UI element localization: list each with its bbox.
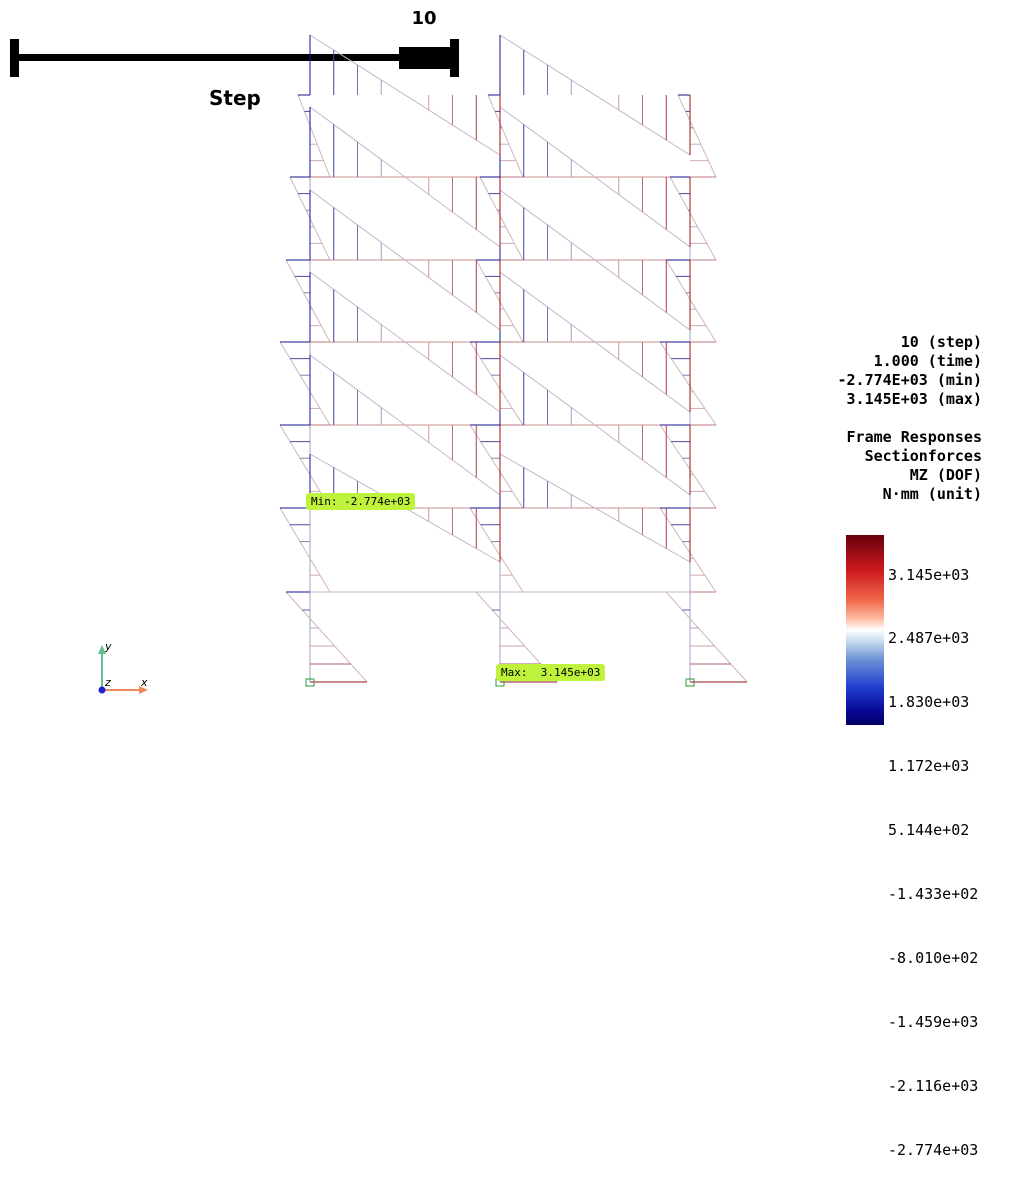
color-legend-labels: 3.145e+03 2.487e+03 1.830e+03 1.172e+03 … (888, 522, 978, 1182)
info-response-type: Sectionforces (864, 447, 982, 465)
beam-moment-outline (499, 34, 691, 156)
column-moment-outline (469, 341, 524, 426)
slider-track[interactable] (14, 54, 458, 61)
slider-handle[interactable] (399, 47, 451, 69)
info-dof: MZ (DOF) (909, 466, 982, 484)
z-axis-dot-icon (98, 686, 106, 694)
axes-triad (98, 645, 148, 694)
legend-label: -8.010e+02 (888, 948, 979, 967)
beam-moment-outline (499, 354, 691, 496)
column-moment-outline (659, 507, 717, 593)
column-moment-outline (469, 507, 524, 593)
x-axis-label: x (141, 676, 148, 689)
legend-label: 2.487e+03 (888, 629, 970, 648)
y-axis-label: y (105, 640, 112, 653)
x-axis-arrow-icon (139, 686, 148, 694)
step-title: Step (209, 86, 261, 110)
info-min: -2.774E+03 (min) (837, 371, 983, 389)
moment-diagram (279, 34, 748, 683)
column-moment-outline (285, 591, 368, 683)
min-tag: Min: -2.774e+03 (306, 493, 416, 510)
beam-moment-outline (309, 106, 501, 248)
beam-moment-outline (309, 189, 501, 331)
column-moment-outline (677, 94, 717, 178)
column-moment-outline (285, 259, 331, 343)
info-response-group: Frame Responses (846, 428, 982, 446)
column-moment-outline (659, 341, 717, 426)
column-moment-outline (659, 424, 717, 509)
support-node-icon (305, 678, 315, 687)
legend-label: -2.116e+03 (888, 1076, 979, 1095)
column-moment-outline (665, 591, 748, 683)
z-axis-label: z (105, 676, 111, 689)
beam-moment-outline (499, 271, 691, 413)
slider-start-cap (10, 39, 19, 77)
column-moment-outline (487, 94, 524, 178)
legend-label: 5.144e+02 (888, 821, 970, 840)
legend-label: -1.433e+02 (888, 885, 979, 904)
column-moment-outline (279, 507, 331, 593)
beam-moment-outline (309, 271, 501, 413)
slider-end-cap (450, 39, 459, 77)
column-moment-outline (669, 176, 717, 261)
legend-label: 3.145e+03 (888, 565, 970, 584)
column-moment-outline (279, 341, 331, 426)
info-panel: 10 (step) 1.000 (time) -2.774E+03 (min) … (838, 333, 983, 504)
info-time: 1.000 (time) (873, 352, 982, 370)
column-moment-outline (479, 176, 524, 261)
legend-label: 1.172e+03 (888, 757, 970, 776)
color-legend-bar (846, 535, 884, 725)
beam-moment-outline (309, 34, 501, 156)
info-max: 3.145E+03 (max) (846, 390, 982, 408)
legend-label: -2.774e+03 (888, 1140, 979, 1159)
step-number: 10 (411, 8, 437, 29)
time-slider[interactable] (10, 39, 459, 77)
column-moment-outline (665, 259, 717, 343)
legend-label: 1.830e+03 (888, 693, 970, 712)
beam-moment-outline (499, 189, 691, 331)
support-node-icon (685, 678, 695, 687)
beam-moment-outline (499, 106, 691, 248)
y-axis-arrow-icon (98, 645, 106, 654)
info-unit: N·mm (unit) (882, 485, 982, 503)
max-tag: Max: 3.145e+03 (496, 664, 606, 681)
legend-label: -1.459e+03 (888, 1012, 979, 1031)
beam-moment-outline (499, 453, 691, 563)
column-moment-outline (297, 94, 331, 178)
beam-moment-outline (309, 354, 501, 496)
info-step: 10 (step) (900, 333, 982, 351)
column-moment-outline (469, 424, 524, 509)
